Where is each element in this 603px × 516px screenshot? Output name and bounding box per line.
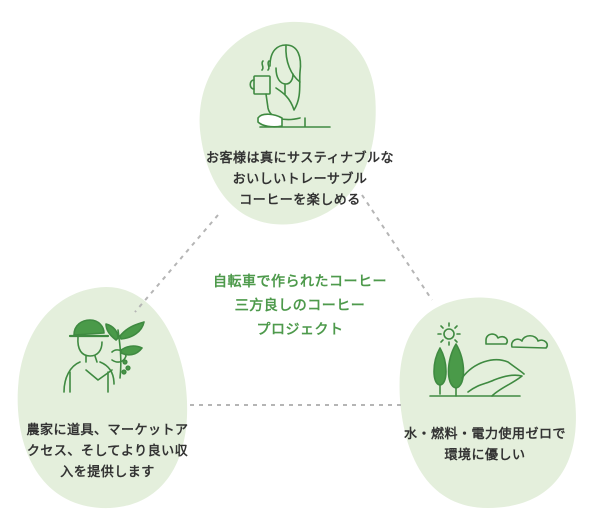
farmer-benefit-line-3: 入を提供します (60, 465, 155, 480)
customer-benefit-line-1: お客様は真にサスティナブルな (206, 151, 394, 166)
farmer-benefit-text: 農家に道具、マーケットア クセス、そしてより良い収 入を提供します (5, 420, 210, 483)
center-title-line-2: 三方良しのコーヒー (234, 298, 366, 314)
environment-benefit-line-2: 環境に優しい (444, 448, 526, 463)
farmer-benefit-line-2: クセス、そしてより良い収 (26, 444, 189, 459)
environment-benefit-text: 水・燃料・電力使用ゼロで 環境に優しい (380, 424, 590, 466)
center-title-line-3: プロジェクト (256, 322, 344, 338)
woman-drinking-coffee-icon (249, 44, 331, 128)
connector-top-right (361, 194, 433, 301)
connector-lines (134, 194, 433, 406)
customer-benefit-line-2: おいしいトレーサブル (232, 172, 368, 187)
right-blob (399, 297, 576, 508)
customer-benefit-line-3: コーヒーを楽しめる (239, 193, 361, 208)
customer-benefit-text: お客様は真にサスティナブルな おいしいトレーサブル コーヒーを楽しめる (150, 148, 450, 211)
left-blob (17, 286, 188, 509)
center-title-line-1: 自転車で作られたコーヒー (213, 274, 387, 290)
farmer-with-coffee-plant-icon (63, 319, 145, 393)
nature-landscape-icon (429, 322, 549, 397)
center-project-title: 自転車で作られたコーヒー 三方良しのコーヒー プロジェクト (150, 270, 450, 342)
farmer-benefit-line-1: 農家に道具、マーケットア (26, 423, 189, 438)
connector-top-left (134, 214, 219, 313)
environment-benefit-line-1: 水・燃料・電力使用ゼロで (403, 427, 566, 442)
top-blob (199, 21, 376, 225)
